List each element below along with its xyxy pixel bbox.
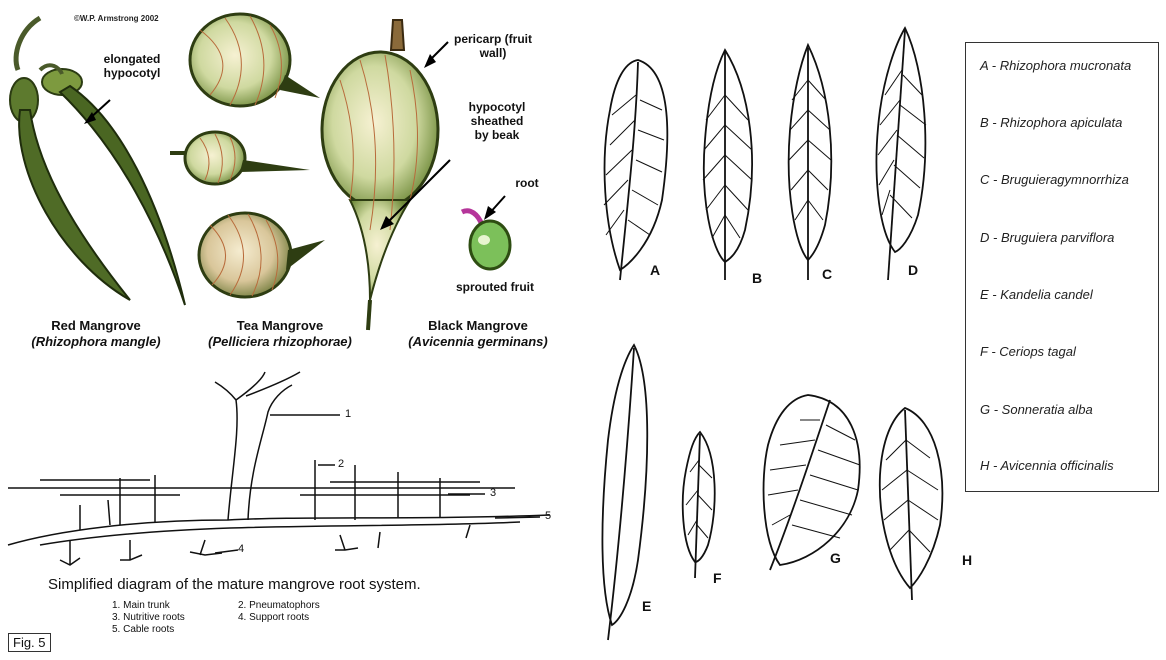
legend-item-h: H - Avicennia officinalis — [980, 458, 1114, 473]
leaf-a — [604, 60, 667, 280]
leaf-letter-a: A — [650, 262, 660, 278]
legend-item-d: D - Bruguiera parviflora — [980, 230, 1114, 245]
leaf-letter-f: F — [713, 570, 722, 586]
leaf-letter-g: G — [830, 550, 841, 566]
legend-item-c: C - Bruguieragymnorrhiza — [980, 172, 1129, 187]
leaf-e — [602, 345, 647, 640]
species-legend — [965, 42, 1159, 492]
leaf-f — [683, 432, 715, 578]
leaf-letter-h: H — [962, 552, 972, 568]
leaf-b — [703, 50, 752, 280]
leaf-letter-c: C — [822, 266, 832, 282]
legend-item-f: F - Ceriops tagal — [980, 344, 1076, 359]
leaf-h — [880, 408, 943, 600]
legend-item-a: A - Rhizophora mucronata — [980, 58, 1131, 73]
leaf-d — [876, 28, 926, 280]
leaf-letter-d: D — [908, 262, 918, 278]
legend-item-e: E - Kandelia candel — [980, 287, 1093, 302]
leaf-c — [789, 45, 832, 280]
leaf-letter-b: B — [752, 270, 762, 286]
legend-item-g: G - Sonneratia alba — [980, 402, 1093, 417]
leaf-letter-e: E — [642, 598, 651, 614]
leaf-g — [764, 395, 860, 570]
legend-item-b: B - Rhizophora apiculata — [980, 115, 1122, 130]
